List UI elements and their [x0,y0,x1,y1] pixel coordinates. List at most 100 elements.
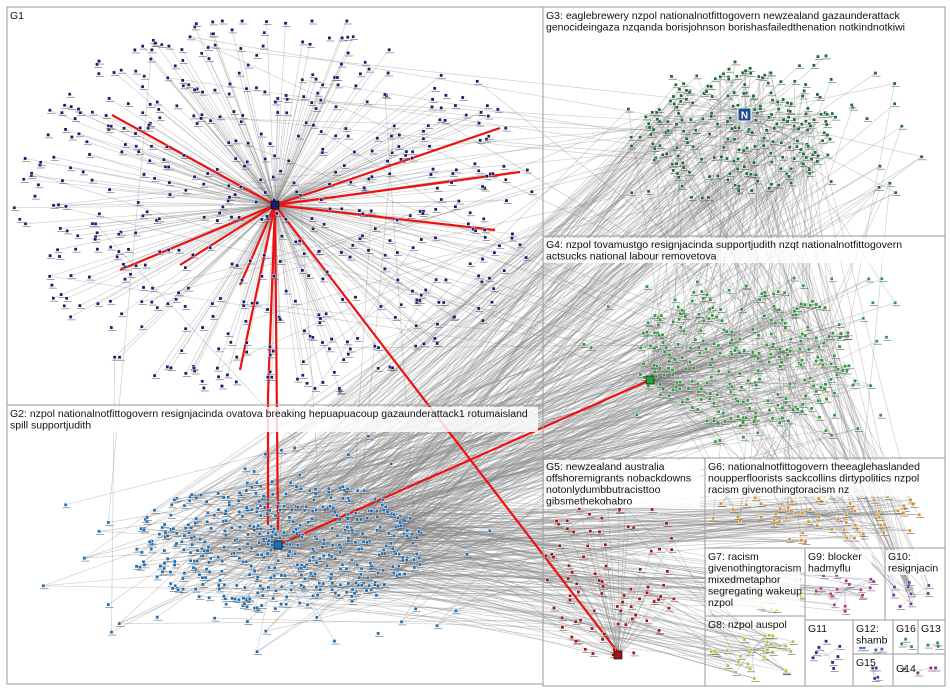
node [63,503,68,507]
node [780,416,785,420]
edge [230,204,276,343]
node [157,216,162,221]
node [769,182,774,187]
node [644,618,649,623]
node [278,317,282,322]
edge [274,204,376,230]
node [835,372,839,377]
edge [386,324,840,547]
node [264,19,269,24]
node [233,538,237,543]
node [705,292,709,297]
node [153,41,158,45]
edge [208,47,687,100]
edge [617,551,652,656]
node [819,385,823,390]
node [780,318,785,322]
edge [247,143,276,206]
node [757,351,761,356]
node [811,384,816,388]
node [846,331,850,335]
node [200,112,204,117]
node [208,556,213,561]
node [64,296,69,301]
node [399,620,404,624]
edge [166,204,276,368]
node [305,603,310,607]
node [327,182,332,186]
node [399,157,403,162]
node [658,382,663,387]
edge [673,114,746,171]
edge [274,204,454,318]
node [806,106,810,111]
edge [202,125,795,557]
node [731,104,735,108]
node [433,235,438,240]
node [350,558,354,562]
node [497,243,502,248]
node [289,588,294,592]
edge [744,114,922,158]
node [210,20,215,24]
node [314,508,318,512]
edge [195,143,654,519]
node [649,132,653,137]
node [669,547,674,552]
node [237,215,241,220]
node [285,97,289,102]
edge [274,23,286,206]
edge [274,204,396,318]
node [218,115,222,119]
node [686,386,691,391]
node [652,146,657,151]
node [315,91,320,95]
node [200,575,205,580]
node [204,499,209,504]
edge [254,420,789,531]
node [359,517,363,522]
edge [275,73,752,535]
edge [190,129,808,553]
edge [649,298,704,381]
node [652,599,656,604]
node [718,75,723,79]
node [182,571,187,575]
node [247,572,252,577]
node [776,392,780,397]
node [829,179,833,184]
node [134,263,138,268]
node [671,388,675,392]
edge [163,159,276,206]
node [241,303,246,308]
node [329,554,334,559]
edge [53,156,276,206]
strong-edge [111,114,276,206]
node [87,275,92,279]
node [433,207,438,212]
edge [245,544,279,600]
node [310,509,315,514]
node [784,396,788,401]
node [346,352,351,357]
node [652,331,657,335]
edge [160,120,757,567]
node [174,297,178,302]
node [758,106,763,111]
node [684,366,688,371]
node [245,481,250,485]
edge [146,105,761,518]
edge [113,72,276,206]
node [604,564,608,568]
edge [154,204,276,376]
node [296,134,301,138]
edge [84,154,663,559]
edge [274,79,303,206]
edge [201,53,276,206]
node [184,188,188,193]
edge [733,114,746,162]
edge [274,95,287,206]
node [234,583,239,588]
node [97,71,101,76]
node [768,352,773,357]
